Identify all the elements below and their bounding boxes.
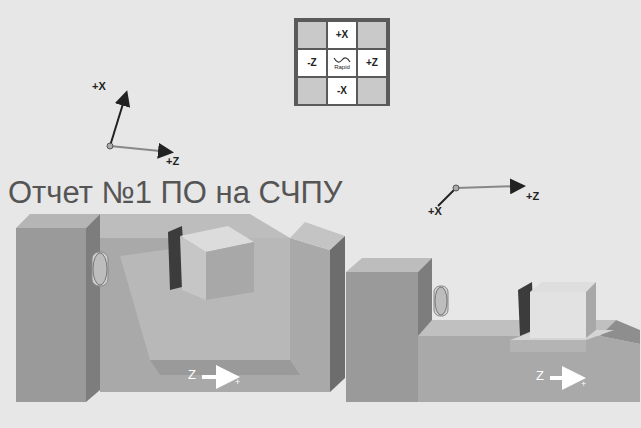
axis-key: -X bbox=[337, 86, 347, 96]
rapid-icon bbox=[333, 56, 351, 64]
axis-label: Z bbox=[188, 368, 196, 382]
axis-label: +X bbox=[428, 205, 442, 217]
watermark: Отчет №1 ПО на СЧПУ bbox=[8, 176, 343, 210]
jog-button: +Z bbox=[358, 50, 386, 76]
jog-pad bbox=[294, 18, 390, 106]
axis-label: + bbox=[235, 378, 240, 388]
axis-key: -Z bbox=[307, 58, 316, 68]
axis-label: Z bbox=[536, 369, 544, 383]
jog-button: +X bbox=[328, 22, 356, 48]
jog-button: -X bbox=[328, 78, 356, 104]
axis-label: +Z bbox=[166, 155, 179, 167]
axis-triad bbox=[107, 94, 170, 152]
axis-label: + bbox=[581, 380, 586, 390]
jog-button: -Z bbox=[298, 50, 326, 76]
flat-bed-lathe bbox=[346, 258, 640, 402]
jog-button: Rapid bbox=[328, 50, 356, 76]
axis-key: +Z bbox=[366, 58, 378, 68]
axis-triad bbox=[438, 185, 522, 206]
axis-label: +X bbox=[92, 80, 106, 92]
slant-bed-lathe bbox=[16, 214, 345, 402]
axis-key: +X bbox=[336, 30, 349, 40]
button-caption: Rapid bbox=[334, 64, 350, 70]
axis-label: +Z bbox=[526, 190, 539, 202]
